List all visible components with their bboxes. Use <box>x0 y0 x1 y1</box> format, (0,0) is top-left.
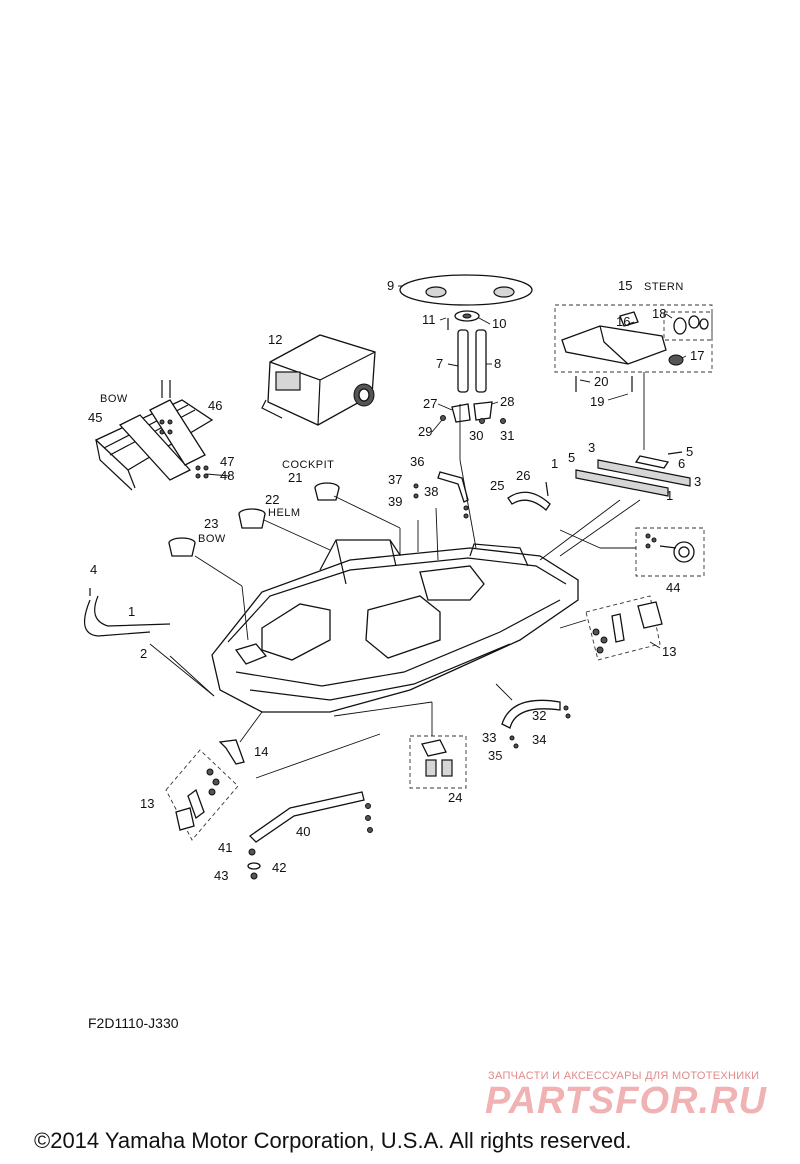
part-7-8-posts <box>457 329 487 393</box>
part-9-cushion <box>399 274 533 306</box>
part-10-base <box>447 310 480 330</box>
part-22-cupholder <box>238 508 266 529</box>
label-29: 29 <box>418 424 432 439</box>
part-44-drain <box>635 527 705 577</box>
label-1b: 1 <box>666 488 673 503</box>
label-3b: 3 <box>694 474 701 489</box>
label-19: 19 <box>590 394 604 409</box>
label-12: 12 <box>268 332 282 347</box>
label-4: 4 <box>90 562 97 577</box>
label-47: 47 <box>220 454 234 469</box>
part-1-2-rubrail <box>83 588 171 637</box>
label-32: 32 <box>532 708 546 723</box>
label-14: 14 <box>254 744 268 759</box>
label-25: 25 <box>490 478 504 493</box>
label-18: 18 <box>652 306 666 321</box>
label-34: 34 <box>532 732 546 747</box>
part-12-cooler <box>261 334 376 426</box>
label-38: 38 <box>424 484 438 499</box>
label-30: 30 <box>469 428 483 443</box>
label-23: 23 <box>204 516 218 531</box>
label-43: 43 <box>214 868 228 883</box>
label-stern: STERN <box>644 281 684 293</box>
label-40: 40 <box>296 824 310 839</box>
part-25-26-handle <box>507 481 551 511</box>
label-8: 8 <box>494 356 501 371</box>
label-1a: 1 <box>551 456 558 471</box>
label-26: 26 <box>516 468 530 483</box>
label-21: 21 <box>288 470 302 485</box>
part-24-box <box>409 735 467 789</box>
part-15-stern-box <box>554 304 713 392</box>
label-33: 33 <box>482 730 496 745</box>
part-13-tiedown-left <box>165 749 239 841</box>
label-13a: 13 <box>662 644 676 659</box>
watermark-logo: PARTSFOR.RU <box>485 1080 767 1122</box>
label-3a: 3 <box>588 440 595 455</box>
label-7: 7 <box>436 356 443 371</box>
diagram-code: F2D1110-J330 <box>88 1015 179 1031</box>
part-36-handrail <box>413 471 469 519</box>
label-41: 41 <box>218 840 232 855</box>
label-42: 42 <box>272 860 286 875</box>
label-22: 22 <box>265 492 279 507</box>
label-6: 6 <box>678 456 685 471</box>
label-5b: 5 <box>568 450 575 465</box>
label-35: 35 <box>488 748 502 763</box>
label-44: 44 <box>666 580 680 595</box>
label-37: 37 <box>388 472 402 487</box>
part-14-bracket <box>218 739 245 765</box>
label-10: 10 <box>492 316 506 331</box>
label-2: 2 <box>140 646 147 661</box>
part-3-rails <box>575 451 691 497</box>
label-16: 16 <box>616 314 630 329</box>
label-13b: 13 <box>140 796 154 811</box>
part-45-ladder <box>94 399 214 491</box>
label-17: 17 <box>690 348 704 363</box>
label-36: 36 <box>410 454 424 469</box>
part-32-handle <box>501 699 571 749</box>
ladder-screws <box>159 380 209 479</box>
copyright-notice: ©2014 Yamaha Motor Corporation, U.S.A. A… <box>34 1128 632 1153</box>
label-11: 11 <box>422 312 436 327</box>
label-9: 9 <box>387 278 394 293</box>
label-31: 31 <box>500 428 514 443</box>
label-bow-cup: BOW <box>198 533 226 545</box>
label-28: 28 <box>500 394 514 409</box>
label-20: 20 <box>594 374 608 389</box>
label-helm: HELM <box>268 507 301 519</box>
part-21-cupholder <box>314 482 340 501</box>
part-23-cupholder <box>168 537 196 557</box>
label-ticks <box>205 313 687 477</box>
label-cockpit: COCKPIT <box>282 459 334 471</box>
part-40-rail <box>247 791 373 880</box>
label-39: 39 <box>388 494 402 509</box>
part-13-tiedown-right <box>585 595 663 661</box>
label-46: 46 <box>208 398 222 413</box>
label-24: 24 <box>448 790 462 805</box>
label-bow-ladder: BOW <box>100 393 128 405</box>
watermark-subtitle: ЗАПЧАСТИ И АКСЕССУАРЫ ДЛЯ МОТОТЕХНИКИ <box>488 1070 760 1082</box>
label-1c: 1 <box>128 604 135 619</box>
label-27: 27 <box>423 396 437 411</box>
leader-lines <box>149 372 661 779</box>
part-27-28-brackets <box>440 401 506 424</box>
boat-hull <box>211 539 579 713</box>
label-5a: 5 <box>686 444 693 459</box>
label-45: 45 <box>88 410 102 425</box>
label-15: 15 <box>618 278 632 293</box>
